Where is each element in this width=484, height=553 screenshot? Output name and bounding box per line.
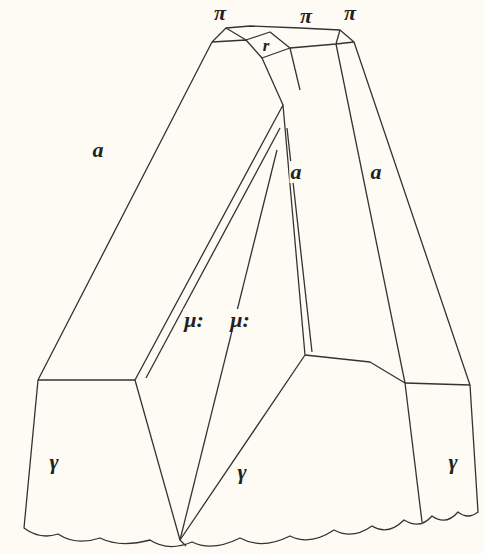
face-label: π: [299, 5, 313, 27]
mu-double-edge: [146, 128, 280, 378]
face-edge: [405, 383, 422, 522]
cap-edge: [336, 30, 340, 44]
face-label: π: [343, 2, 357, 24]
face-label: γ: [447, 451, 458, 473]
mu-face-outline: [135, 105, 305, 540]
face-label: r: [262, 37, 271, 54]
face-edge: [290, 48, 300, 90]
face-label: a: [92, 139, 105, 161]
face-label: γ: [236, 461, 247, 483]
face-edge: [38, 379, 135, 380]
cap-edge: [226, 28, 246, 40]
crystal-edges: [24, 26, 478, 547]
face-label: μ:: [183, 309, 205, 331]
mu-divider: [180, 150, 277, 540]
face-edge: [305, 355, 470, 385]
face-edge: [180, 540, 186, 546]
crystal-outline: [24, 26, 478, 547]
face-edge: [336, 44, 405, 383]
mu-double-edge: [287, 128, 312, 352]
face-edge: [262, 58, 283, 105]
face-label: a: [370, 161, 383, 183]
face-label: γ: [48, 451, 59, 473]
face-label: π: [213, 2, 227, 24]
face-label: μ:: [229, 309, 251, 331]
face-label: a: [290, 161, 303, 183]
